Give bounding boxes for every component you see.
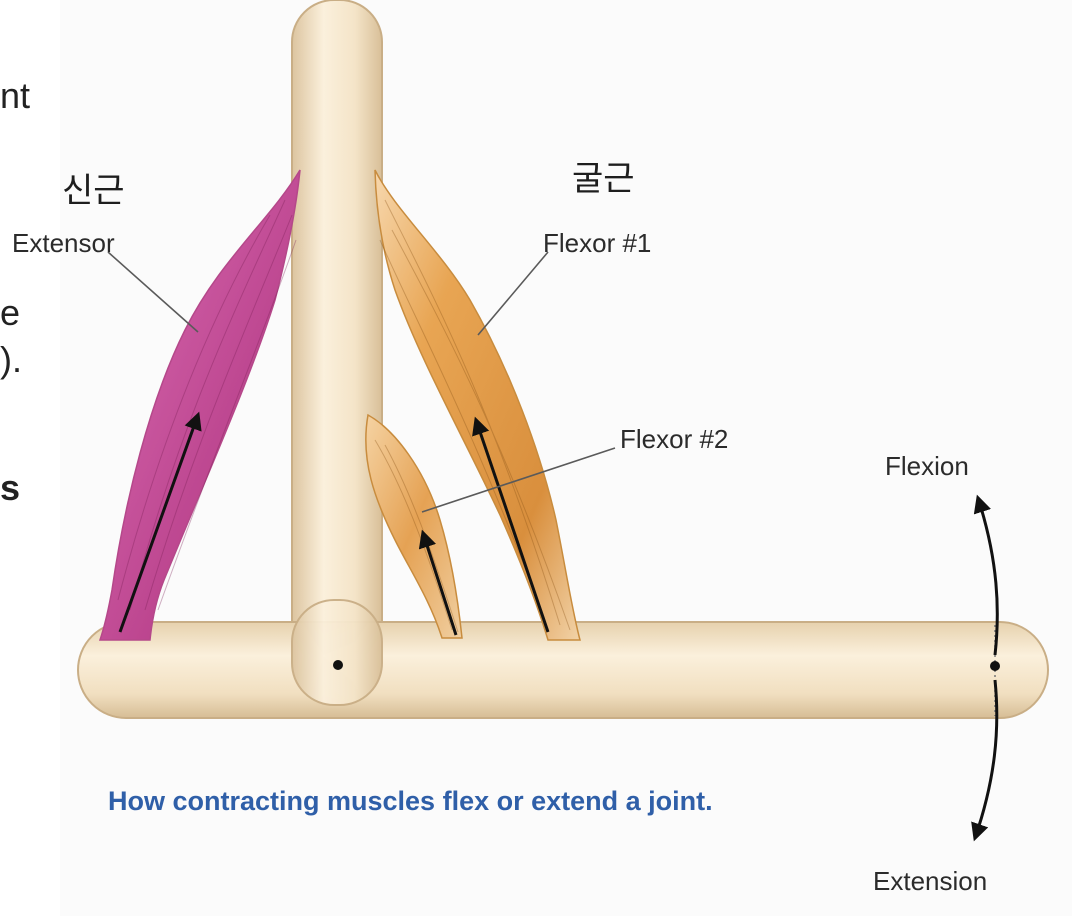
edge-fragment-4: s [0, 467, 20, 508]
distal-dot [990, 661, 1000, 671]
extensor-label: Extensor [12, 228, 115, 258]
edge-fragment-2: e [0, 292, 20, 333]
figure-caption: How contracting muscles flex or extend a… [108, 786, 713, 816]
flexion-label: Flexion [885, 451, 969, 481]
extensor-korean-label: 신근 [62, 171, 125, 211]
flexor-2-label: Flexor #2 [620, 424, 728, 454]
edge-fragment-1: nt [0, 75, 30, 116]
extension-label: Extension [873, 866, 987, 896]
flexor-1-label: Flexor #1 [543, 228, 651, 258]
flexor-korean-label: 굴근 [572, 159, 635, 199]
edge-fragment-3: ). [0, 339, 22, 380]
